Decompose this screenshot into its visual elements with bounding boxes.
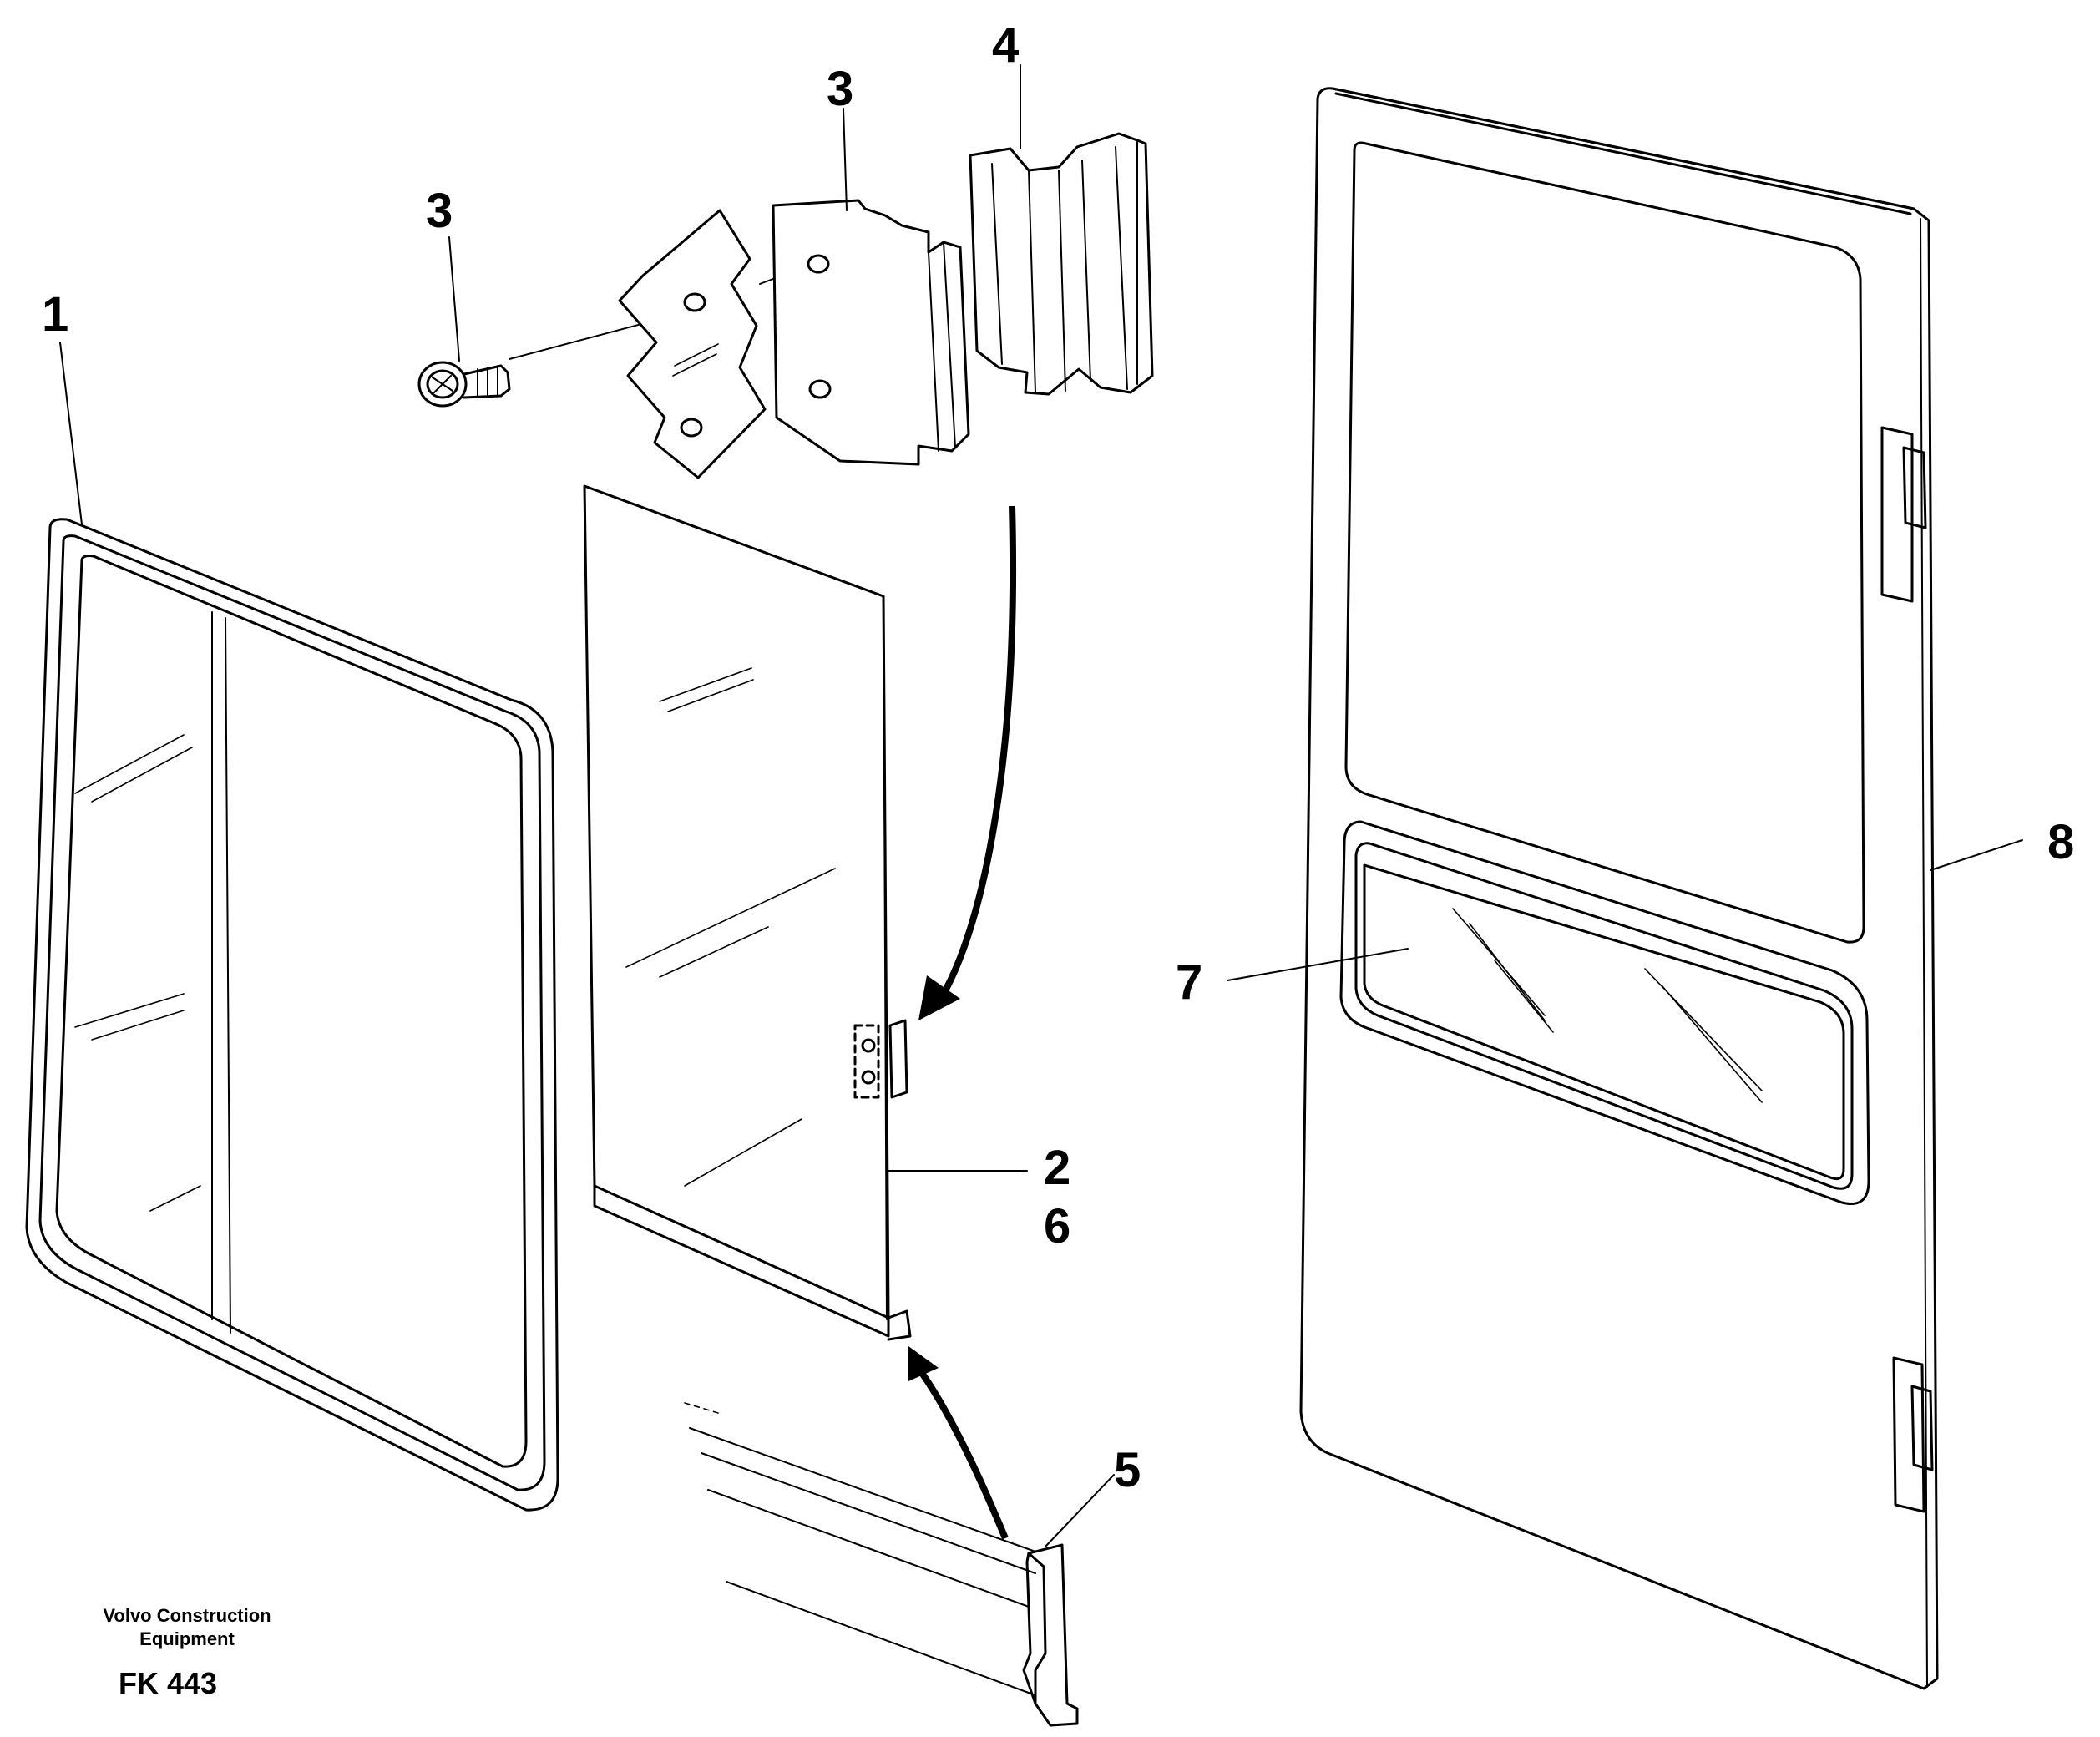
screw-part [417,308,699,408]
callout-labels: 1 3 3 4 2 6 5 7 8 [42,18,2074,1497]
callout-door: 8 [2047,815,2074,869]
callout-glass-pane-b: 6 [1044,1199,1070,1253]
callout-bottom-rail: 5 [1114,1443,1141,1497]
credit-line-2: Equipment [139,1628,235,1649]
sliding-glass-pane-part [583,484,912,1341]
callout-screw: 3 [426,184,453,238]
window-frame-part [25,518,559,1512]
bracket-plate-part [618,209,809,479]
callout-guide: 4 [992,18,1019,73]
figure-credit: Volvo Construction Equipment FK 443 [103,1605,271,1700]
install-arrow-top [918,505,1017,1020]
figure-code: FK 443 [119,1666,217,1700]
bracket-block-part [772,199,970,466]
install-arrow-bottom [908,1346,1009,1540]
callout-frame: 1 [42,287,68,342]
door-part [1299,87,1939,1690]
bottom-rail-part [684,1402,1079,1727]
callout-bracket-plate: 3 [827,62,853,116]
credit-line-1: Volvo Construction [103,1605,271,1626]
callout-lower-pane: 7 [1176,955,1202,1010]
callout-glass-pane-a: 2 [1044,1141,1070,1195]
leader-lines [59,64,2023,1547]
guide-part [969,132,1154,396]
